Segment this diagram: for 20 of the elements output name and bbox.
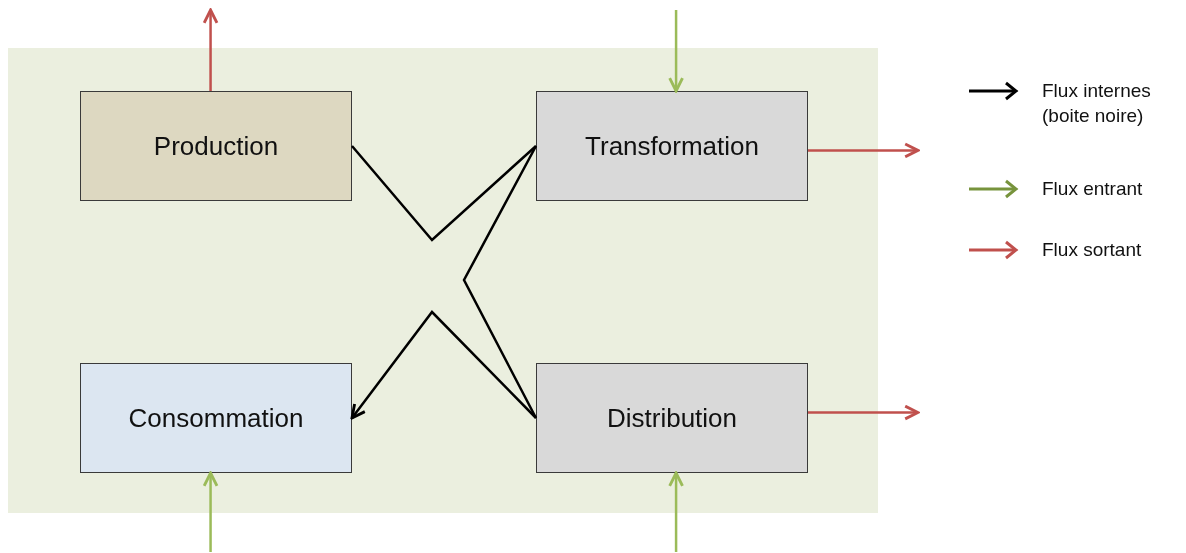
box-label: Production (153, 130, 279, 162)
arrow (808, 142, 920, 159)
process-box (536, 91, 808, 201)
legend-label: Flux entrant (1042, 177, 1144, 201)
process-box (80, 363, 352, 473)
legend-label: Flux internes (boite noire) (1042, 79, 1152, 128)
arrow (202, 471, 219, 552)
box-label: Transformation (585, 130, 759, 162)
connector-line (462, 145, 538, 419)
process-box (536, 363, 808, 473)
box-label: Consommation (128, 402, 304, 434)
arrow (202, 8, 219, 91)
process-box (80, 91, 352, 201)
connector-line (351, 145, 537, 242)
arrow (668, 10, 684, 93)
arrow (808, 404, 920, 421)
arrow (668, 471, 684, 552)
legend-label: Flux sortant (1042, 238, 1143, 262)
box-label: Distribution (606, 402, 738, 434)
arrow (350, 310, 537, 420)
